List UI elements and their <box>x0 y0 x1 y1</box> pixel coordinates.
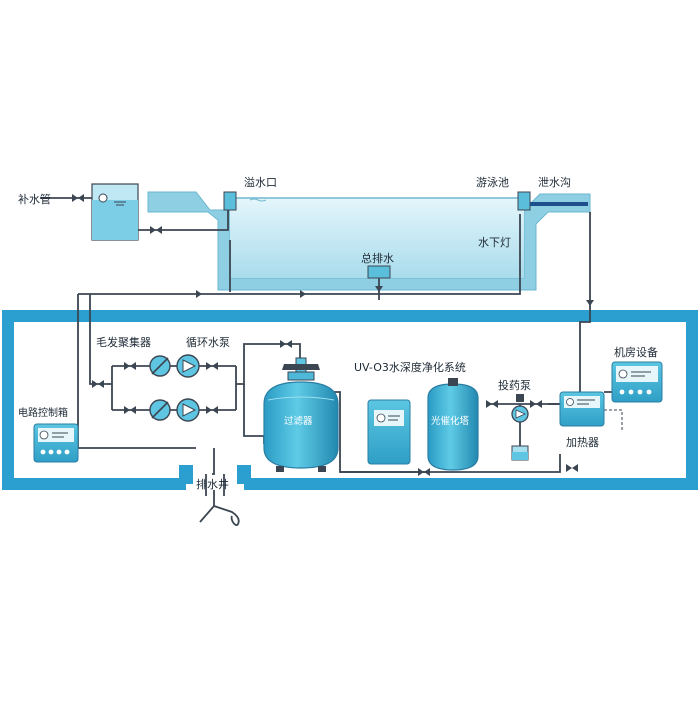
circulation-pump-label: 循环水泵 <box>186 336 230 349</box>
overflow-inlet-label: 溢水口 <box>244 175 277 189</box>
electrical-control-box-label: 电路控制箱 <box>18 406 68 419</box>
machine-room-equipment-label: 机房设备 <box>614 345 658 359</box>
swimming-pool <box>147 191 591 291</box>
overflow-inlet-box <box>223 191 237 211</box>
circulation-pump-bottom <box>176 398 200 422</box>
makeup-pipe-label: 补水管 <box>18 192 51 206</box>
photocatalytic-tower-label: 光催化塔 <box>431 415 470 427</box>
uv-o3-unit <box>367 399 411 465</box>
heater-label: 加热器 <box>566 436 599 449</box>
makeup-water-tank <box>91 183 139 241</box>
hair-collector-bottom <box>149 399 171 421</box>
dashed-link <box>604 409 623 430</box>
hair-collector-top <box>149 355 171 377</box>
electrical-control-box <box>33 423 79 463</box>
circulation-pump-top <box>176 354 200 378</box>
filter-tank <box>263 357 339 472</box>
machine-room-equipment-box <box>611 361 663 403</box>
machine-room-frame <box>2 310 698 492</box>
valves <box>72 194 578 476</box>
underwater-light-label: 水下灯 <box>478 236 511 249</box>
flow-arrows <box>196 286 594 306</box>
main-drain-box <box>367 265 391 279</box>
photocatalytic-tower <box>427 378 479 471</box>
filter-label: 过滤器 <box>284 415 313 427</box>
drain-channel-box <box>517 191 531 211</box>
drainage-well-label: 排水井 <box>196 477 229 491</box>
pool-label: 游泳池 <box>476 175 509 189</box>
drain-channel-label: 泄水沟 <box>538 176 571 189</box>
system-title: UV-O3水深度净化系统 <box>354 360 466 374</box>
dosing-pump <box>511 394 529 461</box>
hair-collector-label: 毛发聚集器 <box>96 335 151 349</box>
main-drain-label: 总排水 <box>361 251 394 265</box>
heater <box>559 391 605 427</box>
dosing-pump-label: 投药泵 <box>498 378 531 392</box>
